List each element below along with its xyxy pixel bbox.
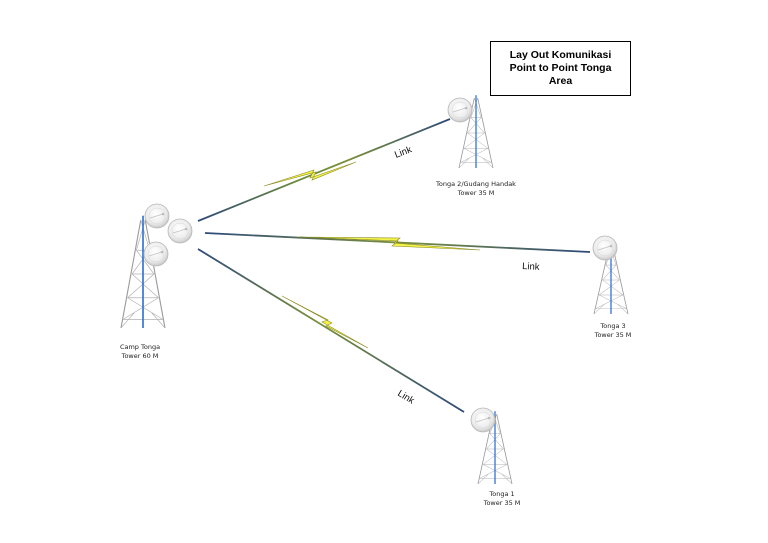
tower-name: Tonga 2/Gudang Handak bbox=[436, 180, 516, 188]
tower-name: Tonga 1 bbox=[489, 490, 515, 498]
title-line-1: Lay Out Komunikasi bbox=[509, 49, 612, 61]
link-line-tonga2 bbox=[197, 118, 451, 222]
tower-label-tonga2: Tonga 2/Gudang Handak Tower 35 M bbox=[416, 180, 536, 197]
link-label-tonga2: Link bbox=[393, 144, 413, 161]
title-line-2: Point to Point Tonga bbox=[509, 62, 612, 74]
lightning-bolt-icon bbox=[263, 161, 357, 187]
antenna-dish-icon bbox=[470, 407, 496, 433]
tower-height: Tower 60 M bbox=[121, 351, 159, 360]
link-line-tonga3 bbox=[204, 232, 591, 253]
link-label-tonga1: Link bbox=[395, 388, 416, 407]
diagram-title-box: Lay Out Komunikasi Point to Point Tonga … bbox=[490, 41, 631, 96]
tower-name: Tonga 3 bbox=[600, 322, 626, 330]
antenna-dish-icon bbox=[143, 241, 169, 267]
link-label-tonga3: Link bbox=[522, 261, 540, 273]
lightning-bolt-icon bbox=[299, 236, 481, 251]
tower-height: Tower 35 M bbox=[594, 330, 632, 339]
link-line-tonga1 bbox=[197, 248, 465, 413]
antenna-dish-icon bbox=[592, 235, 618, 261]
tower-label-tonga3: Tonga 3 Tower 35 M bbox=[553, 322, 673, 339]
antenna-dish-icon bbox=[144, 203, 170, 229]
tower-height: Tower 35 M bbox=[483, 498, 521, 507]
tower-label-tonga1: Tonga 1 Tower 35 M bbox=[442, 490, 562, 507]
tower-icon bbox=[120, 214, 166, 329]
tower-height: Tower 35 M bbox=[457, 188, 495, 197]
tower-label-camp: Camp Tonga Tower 60 M bbox=[80, 343, 200, 360]
antenna-dish-icon bbox=[447, 97, 473, 123]
title-line-3: Area bbox=[548, 75, 573, 87]
antenna-dish-icon bbox=[167, 218, 193, 244]
lightning-bolt-icon bbox=[281, 295, 369, 349]
tower-name: Camp Tonga bbox=[119, 343, 161, 351]
